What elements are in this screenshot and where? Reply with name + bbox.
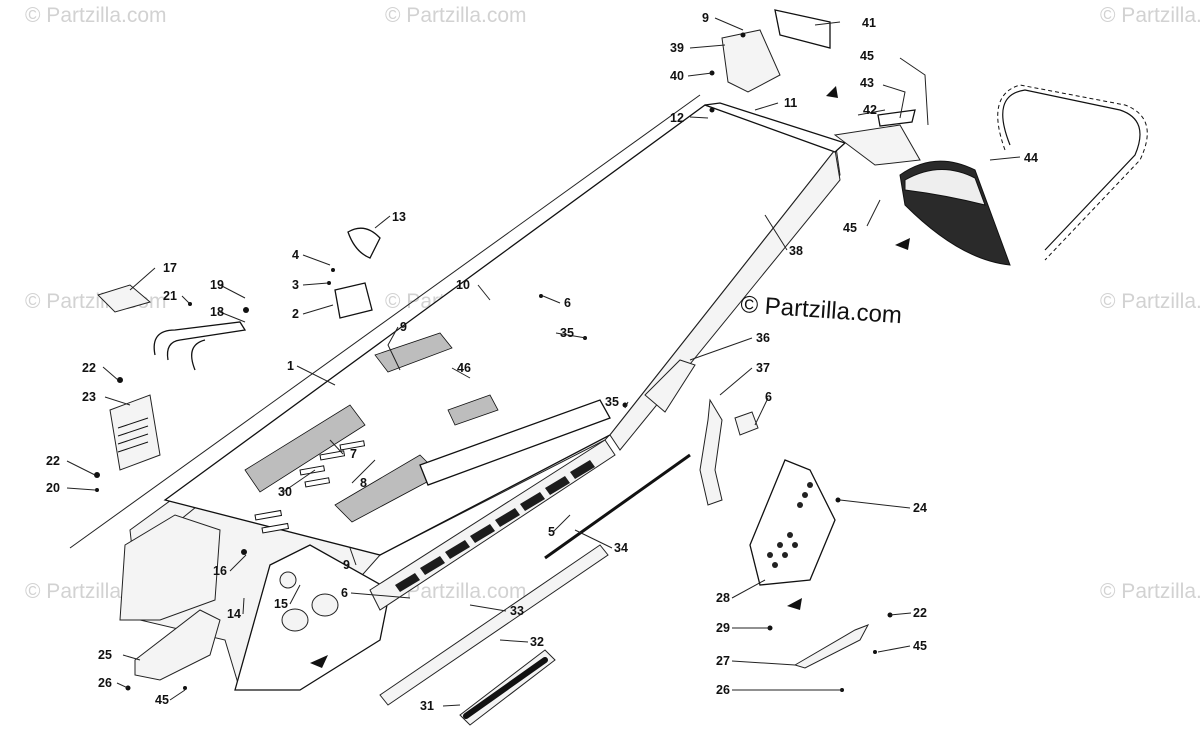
watermark: © Partzilla.com [1100, 4, 1200, 27]
callout-label: 46 [457, 361, 471, 375]
callout-label: 45 [860, 49, 874, 63]
callout-label: 18 [210, 305, 224, 319]
callout-label: 30 [278, 485, 292, 499]
callout-label: 15 [274, 597, 288, 611]
callout-label: 10 [456, 278, 470, 292]
callout-label: 28 [716, 591, 730, 605]
callouts: 9 41 39 45 40 43 42 11 12 44 13 38 45 4 … [46, 11, 1038, 713]
callout-label: 6 [341, 586, 348, 600]
watermark: © Partzilla.com [385, 580, 527, 603]
callout-label: 45 [843, 221, 857, 235]
callout-label: 26 [716, 683, 730, 697]
callout-label: 39 [670, 41, 684, 55]
callout-label: 5 [548, 525, 555, 539]
callout-label: 9 [343, 558, 350, 572]
callout-label: 27 [716, 654, 730, 668]
callout-label: 9 [702, 11, 709, 25]
watermarks: © Partzilla.com © Partzilla.com © Partzi… [25, 4, 1200, 603]
callout-label: 32 [530, 635, 544, 649]
callout-label: 44 [1024, 151, 1038, 165]
callout-label: 16 [213, 564, 227, 578]
callout-label: 6 [564, 296, 571, 310]
callout-label: 24 [913, 501, 927, 515]
callout-label: 22 [46, 454, 60, 468]
callout-label: 6 [765, 390, 772, 404]
callout-label: 38 [789, 244, 803, 258]
callout-label: 31 [420, 699, 434, 713]
callout-label: 2 [292, 307, 299, 321]
watermark: © Partzilla.com [1100, 290, 1200, 313]
callout-label: 13 [392, 210, 406, 224]
callout-label: 21 [163, 289, 177, 303]
callout-label: 25 [98, 648, 112, 662]
callout-label: 12 [670, 111, 684, 125]
callout-label: 45 [913, 639, 927, 653]
watermark: © Partzilla.com [25, 4, 167, 27]
callout-label: 8 [360, 476, 367, 490]
callout-label: 33 [510, 604, 524, 618]
callout-label: 22 [82, 361, 96, 375]
callout-label: 34 [614, 541, 628, 555]
callout-label: 4 [292, 248, 299, 262]
callout-label: 26 [98, 676, 112, 690]
callout-label: 11 [784, 96, 797, 110]
callout-label: 37 [756, 361, 770, 375]
callout-label: 41 [862, 16, 876, 30]
callout-label: 20 [46, 481, 60, 495]
callout-label: 1 [287, 359, 294, 373]
callout-label: 35 [560, 326, 574, 340]
callout-label: 45 [155, 693, 169, 707]
callout-label: 7 [350, 447, 357, 461]
callout-label: 22 [913, 606, 927, 620]
brand-watermark: © Partzilla.com [740, 291, 903, 329]
callout-label: 36 [756, 331, 770, 345]
tunnel-assembly [69, 9, 1148, 726]
leader-lines [66, 17, 1021, 707]
callout-label: 19 [210, 278, 224, 292]
callout-label: 43 [860, 76, 874, 90]
callout-label: 23 [82, 390, 96, 404]
callout-label: 14 [227, 607, 241, 621]
callout-label: 3 [292, 278, 299, 292]
callout-label: 35 [605, 395, 619, 409]
callout-label: 40 [670, 69, 684, 83]
watermark: © Partzilla.com [385, 4, 527, 27]
callout-label: 29 [716, 621, 730, 635]
callout-label: 42 [863, 103, 877, 117]
callout-label: 17 [163, 261, 177, 275]
watermark: © Partzilla.com [1100, 580, 1200, 603]
callout-label: 9 [400, 320, 407, 334]
